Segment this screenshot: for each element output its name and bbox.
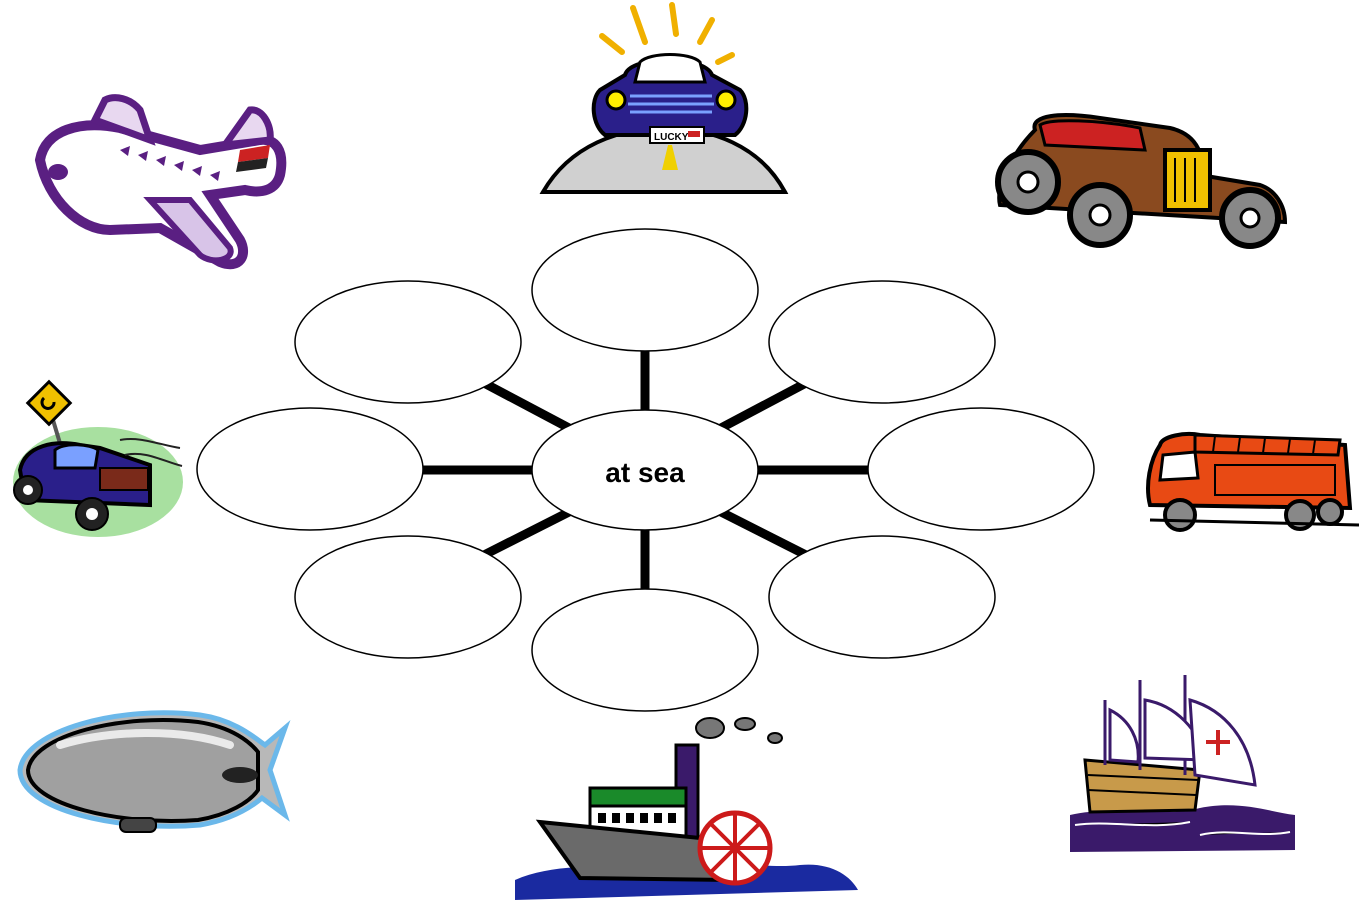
bubble-top[interactable] <box>531 228 759 352</box>
bubble-bottom[interactable] <box>531 588 759 712</box>
license-plate-text: LUCKY <box>654 132 689 143</box>
bubbles <box>196 228 1095 712</box>
pickup-truck-icon <box>13 379 183 537</box>
fire-truck-icon <box>1146 432 1359 532</box>
bubble-bottom-left[interactable] <box>294 535 522 659</box>
connector-bottom-right <box>718 507 809 560</box>
connector-top-right <box>718 379 809 432</box>
bubble-left[interactable] <box>196 407 424 531</box>
bubble-right[interactable] <box>867 407 1095 531</box>
sailing-ship-icon <box>1070 675 1295 852</box>
center-bubble[interactable] <box>531 409 759 531</box>
connectors <box>421 349 868 590</box>
vintage-car-icon <box>995 113 1288 249</box>
connector-bottom-left <box>481 507 572 560</box>
airplane-icon <box>34 94 287 270</box>
bubble-bottom-right[interactable] <box>768 535 996 659</box>
car-on-road-icon: LUCKY <box>539 2 789 194</box>
connector-top-left <box>481 379 572 432</box>
steamboat-icon <box>515 717 858 900</box>
bubble-top-right[interactable] <box>768 280 996 404</box>
bubble-top-left[interactable] <box>294 280 522 404</box>
center-label: at sea <box>605 457 685 488</box>
blimp-icon <box>17 710 291 833</box>
